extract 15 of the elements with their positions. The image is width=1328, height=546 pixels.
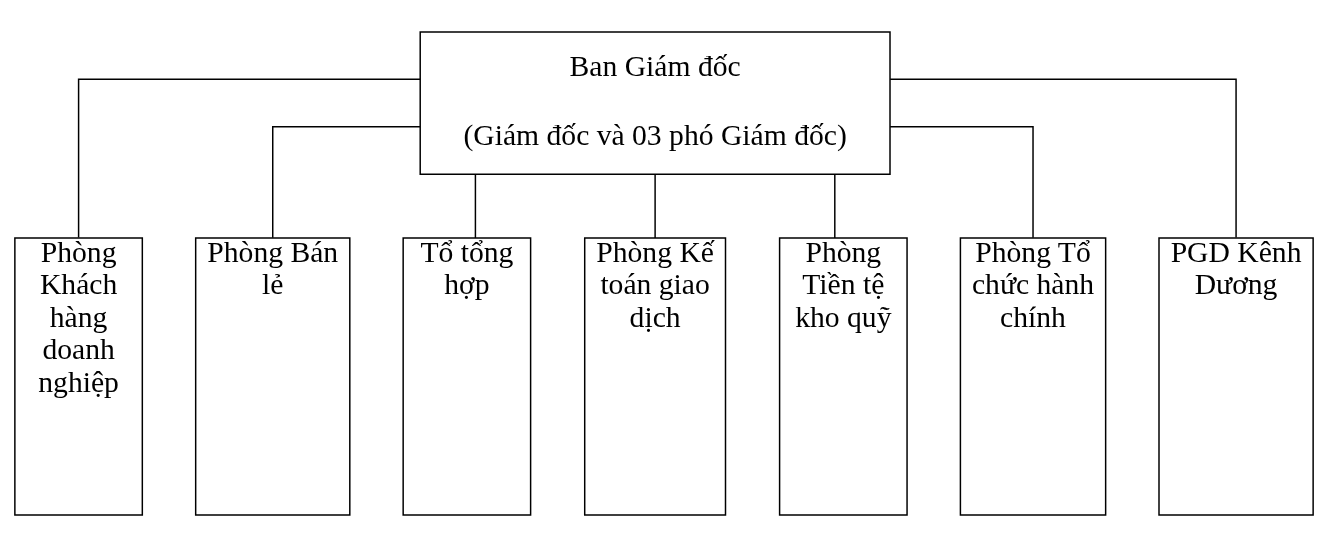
node-box: PGD Kênh Dương [1158, 236, 1314, 516]
connector [834, 173, 836, 239]
node-box: Ban Giám đốc (Giám đốc và 03 phó Giám đốc) [419, 30, 891, 175]
node-box: Phòng Tiền tệ kho quỹ [778, 236, 908, 516]
node-box: Phòng Khách hàng doanh nghiệp [14, 236, 144, 516]
node-box: Phòng Tổ chức hành chính [959, 236, 1107, 516]
connector [272, 125, 421, 238]
connector [474, 173, 477, 239]
connector [889, 125, 1034, 238]
connector [889, 78, 1237, 238]
node-box: Tổ tổng hợp [402, 236, 532, 516]
node-box: Phòng Kế toán giao dịch [583, 236, 727, 516]
connector [654, 173, 656, 239]
node-box: Phòng Bán lẻ [194, 236, 351, 516]
connector [77, 78, 421, 238]
